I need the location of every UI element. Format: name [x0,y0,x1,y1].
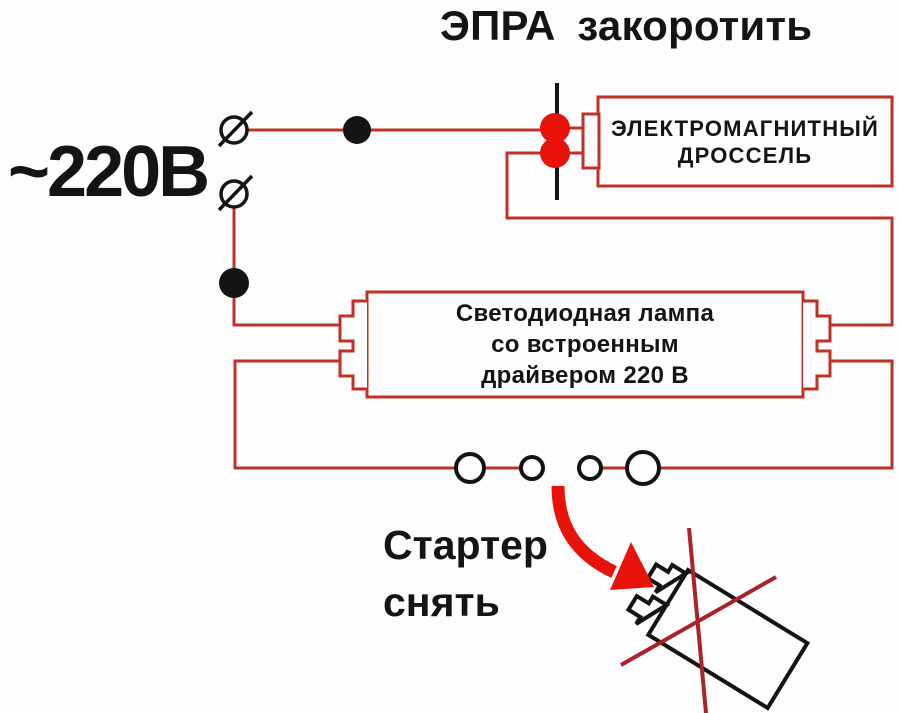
wire-starter-to-lamp-right-bottom [658,359,894,470]
starter-pin-2 [625,593,671,626]
wire-lamp-left-bottom-to-starter [233,359,456,470]
choke-box [596,95,894,188]
starter-socket-contacts [454,450,661,486]
terminal-phase [217,110,254,148]
wires [232,126,894,470]
junction-dot-left [219,268,249,298]
choke-label: ЭЛЕКТРОМАГНИТНЫЙ ДРОССЕЛЬ [598,97,892,186]
choke-terminal-dot-1 [540,113,570,143]
voltage-label: ~220В [8,132,210,212]
lamp-label: Светодиодная лампа со встроенным драйвер… [367,292,803,397]
lamp-label-line1: Светодиодная лампа [455,300,715,327]
junction-dot-top [343,116,371,144]
wire-choke-to-lamp-right-top [505,151,894,327]
cross-out-mark [620,527,777,713]
starter-note-line2: снять [383,579,500,625]
choke-terminal-dot-2 [540,138,570,168]
wire-neutral-to-lamp-left-top [232,207,342,327]
arrow-to-starter [551,485,654,590]
lamp-body [365,290,805,399]
lamp-pins-left [338,299,367,391]
starter-pin-1 [645,561,690,595]
starter-note: Стартер снять [383,517,548,631]
title-text: ЭПРА закоротить [440,2,813,49]
starter-contact-2 [519,455,545,481]
starter-note-line1: Стартер [383,522,548,568]
lamp-pins-right [803,299,832,391]
choke-label-line1: ЭЛЕКТРОМАГНИТНЫЙ [610,115,880,141]
starter-contact-1 [454,452,486,484]
starter-body [645,567,811,711]
choke-label-line2: ДРОССЕЛЬ [677,142,813,168]
terminal-neutral [217,174,254,212]
lamp-label-line2: со встроенным [491,331,679,358]
choke-terminal-tab [581,112,601,170]
starter-contact-3 [577,455,603,481]
lamp-label-line3: драйвером 220 В [481,362,689,389]
starter-contact-4 [625,450,661,486]
starter-device [625,561,811,711]
